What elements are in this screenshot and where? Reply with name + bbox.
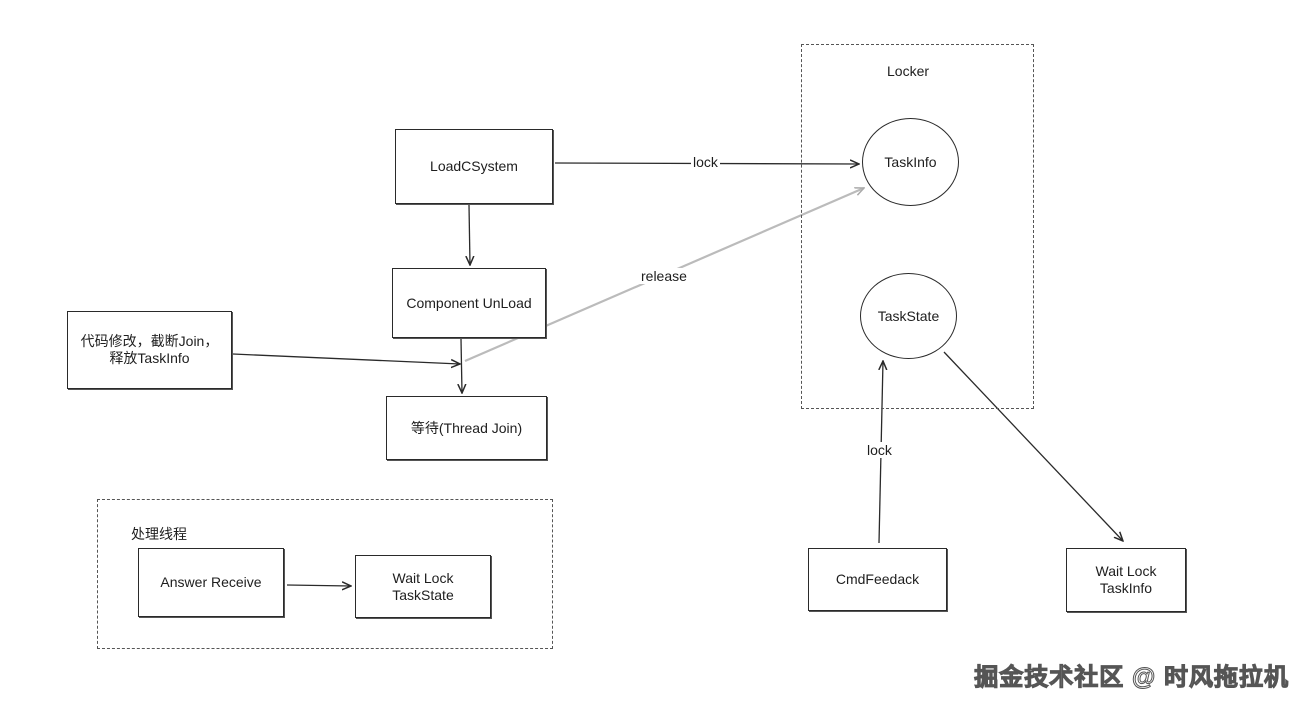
component-unload-node: Component UnLoad [392,268,546,338]
answer-receive-node: Answer Receive [138,548,284,617]
wait-lock-taskstate-node: Wait Lock TaskState [355,555,491,618]
load-csystem-node: LoadCSystem [395,129,553,204]
edge-answer-to-waitlock [286,585,351,586]
processing-thread-group-title: 处理线程 [131,526,187,542]
wait-lock-taskinfo-node: Wait Lock TaskInfo [1066,548,1186,612]
edge-unload-to-join [461,338,462,393]
taskstate-node: TaskState [860,273,957,359]
edge-modify-to-join [232,353,460,364]
wait-thread-join-node: 等待(Thread Join) [386,396,547,460]
locker-group [801,44,1034,409]
cmdfeedack-node: CmdFeedack [808,548,947,611]
edge-load-to-unload [469,204,470,265]
code-modify-node: 代码修改，截断Join，释放TaskInfo [67,311,232,389]
edge-taskstate-to-waitlock [943,351,1123,541]
taskinfo-node: TaskInfo [862,118,959,206]
edge-label-lock-1: lock [691,154,720,170]
watermark: 掘金技术社区 @ 时风拖拉机 [974,664,1289,692]
edge-label-lock-2: lock [865,442,894,458]
locker-group-title: Locker [887,63,930,79]
processing-thread-group [97,499,553,649]
edge-label-release: release [639,268,689,284]
